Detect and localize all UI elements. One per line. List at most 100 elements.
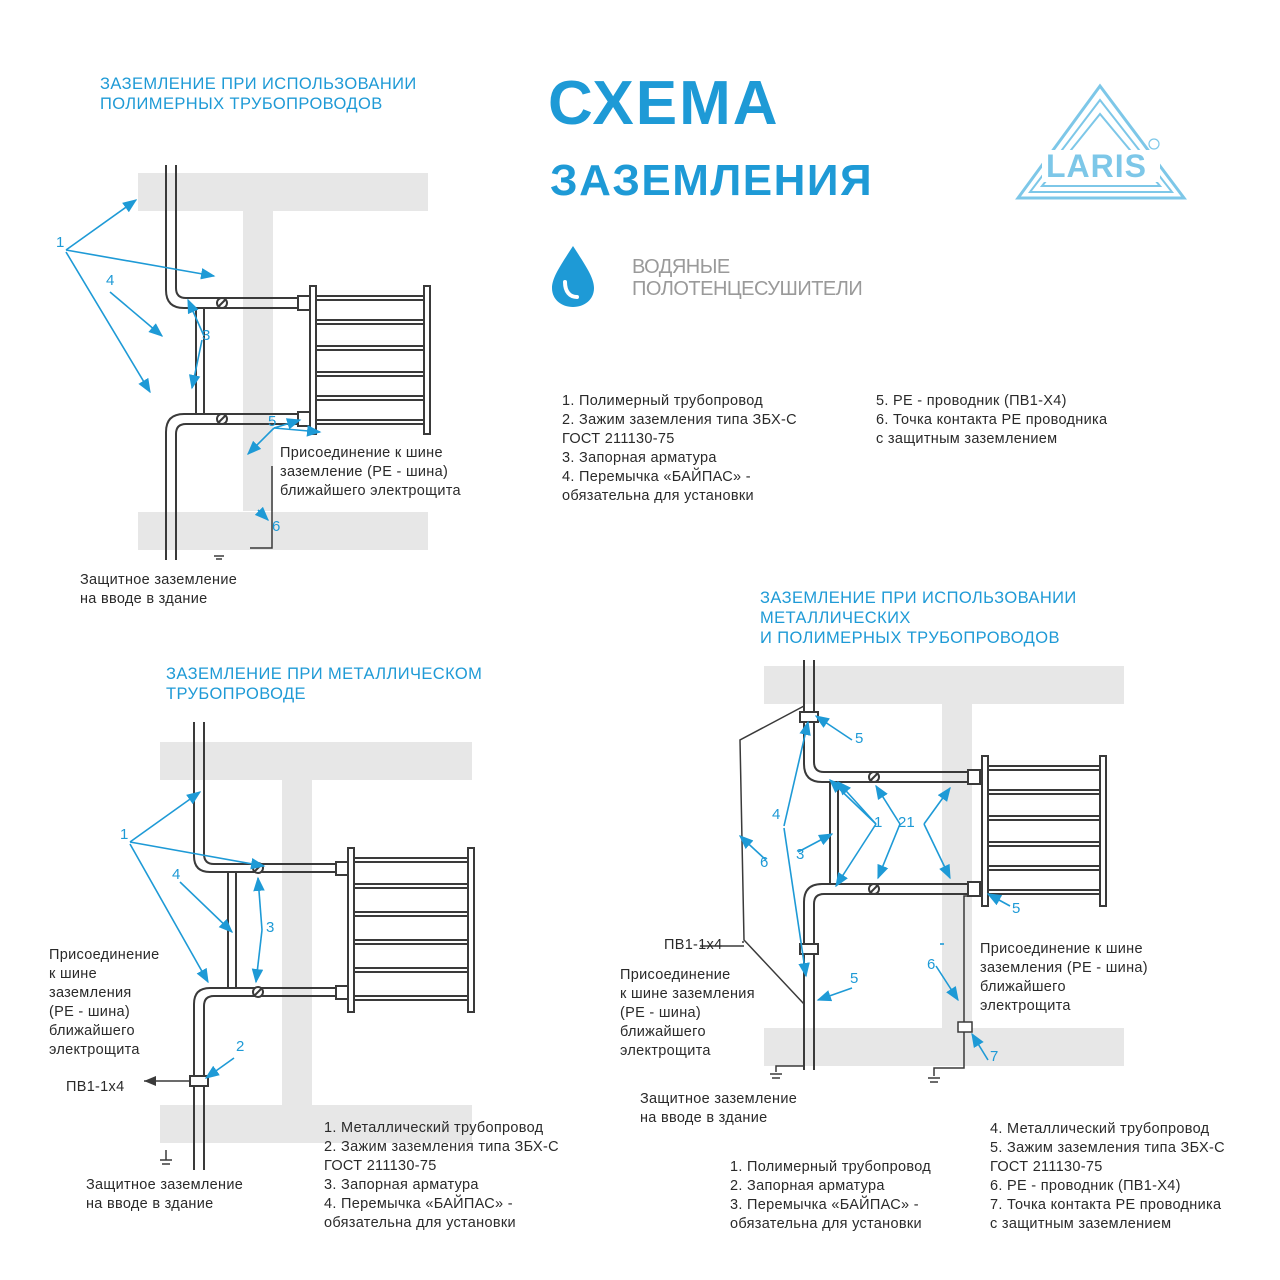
diagram3-heading: ЗАЗЕМЛЕНИЕ ПРИ ИСПОЛЬЗОВАНИИ МЕТАЛЛИЧЕСК… xyxy=(760,588,1077,648)
diagram1-ground-note: Защитное заземление на вводе в здание xyxy=(80,571,237,609)
diagram3-legend-right-3: ГОСТ 211130-75 xyxy=(990,1159,1103,1175)
diagram3-legend-right-5: 7. Точка контакта РЕ проводника xyxy=(990,1197,1222,1213)
diagram2-towel-rail xyxy=(347,847,475,1013)
diagram1-connection-note: Присоединение к шине заземление (РЕ - ши… xyxy=(280,444,461,501)
diagram3-legend-right-1: 4. Металлический трубопровод xyxy=(990,1121,1210,1137)
diagram2-legend-6: обязательна для установки xyxy=(324,1215,516,1231)
diagram1-arrows xyxy=(65,199,322,522)
diagram2-label-4: 4 xyxy=(172,866,181,883)
diagram1-label-6: 6 xyxy=(272,518,281,535)
diagram1-connection-line1: Присоединение к шине xyxy=(280,445,443,461)
diagram2-arrows xyxy=(129,791,266,1079)
diagram2-connection-line4: (РЕ - шина) xyxy=(49,1004,130,1020)
diagram3-heading-line3: И ПОЛИМЕРНЫХ ТРУБОПРОВОДОВ xyxy=(760,629,1060,647)
diagram1-label-4: 4 xyxy=(106,272,115,289)
diagram3-wire-label: ПВ1-1х4 xyxy=(664,937,723,953)
diagram2-legend-4: 3. Запорная арматура xyxy=(324,1177,479,1193)
subtitle-line1: ВОДЯНЫЕ xyxy=(632,256,730,278)
diagram3-legend-right-2: 5. Зажим заземления типа ЗБХ-С xyxy=(990,1140,1225,1156)
diagram2-wire-arrowhead xyxy=(144,1076,156,1086)
diagram3-ground-line1: Защитное заземление xyxy=(640,1091,798,1107)
diagram3-connection-left: Присоединение к шине заземления (РЕ - ши… xyxy=(620,966,755,1061)
diagram1-legend-left-3: ГОСТ 211130-75 xyxy=(562,431,675,447)
diagram3-legend-right-6: с защитным заземлением xyxy=(990,1216,1172,1232)
diagram1-legend-right-1: 5. РЕ - проводник (ПВ1-Х4) xyxy=(876,393,1067,409)
diagram2-ground-note: Защитное заземление на вводе в здание xyxy=(86,1176,243,1214)
diagram3-heading-line1: ЗАЗЕМЛЕНИЕ ПРИ ИСПОЛЬЗОВАНИИ xyxy=(760,589,1077,607)
diagram3-label-3: 3 xyxy=(796,846,805,863)
diagram1-ground-line2: на вводе в здание xyxy=(80,591,208,607)
diagram2-legend-2: 2. Зажим заземления типа ЗБХ-С xyxy=(324,1139,559,1155)
laris-logo xyxy=(1015,83,1187,200)
diagram3-label-5-bottom: 5 xyxy=(850,970,859,987)
diagram3-arrows xyxy=(738,715,1011,1061)
diagram3-connection-left-2: к шине заземления xyxy=(620,986,755,1002)
diagram3-label-7: 7 xyxy=(990,1048,999,1065)
diagram1-legend-left-4: 3. Запорная арматура xyxy=(562,450,717,466)
subtitle: ВОДЯНЫЕ ПОЛОТЕНЦЕСУШИТЕЛИ xyxy=(632,256,863,300)
diagram3-walls xyxy=(764,666,1124,1066)
diagram3-label-4: 4 xyxy=(772,806,781,823)
diagram2-heading-line1: ЗАЗЕМЛЕНИЕ ПРИ МЕТАЛЛИЧЕСКОМ xyxy=(166,665,483,683)
diagram1-ground-wire xyxy=(214,466,273,560)
diagram1-legend-left-6: обязательна для установки xyxy=(562,488,754,504)
diagram1-walls xyxy=(138,173,428,550)
diagram1-legend-right-2: 6. Точка контакта РЕ проводника xyxy=(876,412,1108,428)
diagram2-ground-line2: на вводе в здание xyxy=(86,1196,214,1212)
diagram3-ground-note: Защитное заземление на вводе в здание xyxy=(640,1090,797,1128)
diagram3-legend-left: 1. Полимерный трубопровод 2. Запорная ар… xyxy=(730,1158,931,1234)
diagram2-label-2: 2 xyxy=(236,1038,245,1055)
diagram3-label-6-right: 6 xyxy=(927,956,936,973)
diagram1-ground-line1: Защитное заземление xyxy=(80,572,238,588)
diagram2-walls xyxy=(160,742,472,1143)
diagram1-connection-line3: ближайшего электрощита xyxy=(280,483,461,499)
diagram3-legend-left-1: 1. Полимерный трубопровод xyxy=(730,1159,932,1175)
diagram2-legend-3: ГОСТ 211130-75 xyxy=(324,1158,437,1174)
diagram3-legend-left-2: 2. Запорная арматура xyxy=(730,1178,885,1194)
diagram3-connection-right-2: заземления (РЕ - шина) xyxy=(980,960,1148,976)
water-drop-icon xyxy=(552,246,594,307)
diagram2-wire-label: ПВ1-1х4 xyxy=(66,1079,125,1095)
diagram2-legend-5: 4. Перемычка «БАЙПАС» - xyxy=(324,1196,513,1212)
diagram2-legend: 1. Металлический трубопровод 2. Зажим за… xyxy=(324,1119,559,1233)
diagram2-legend-1: 1. Металлический трубопровод xyxy=(324,1120,544,1136)
diagram1-legend-left-1: 1. Полимерный трубопровод xyxy=(562,393,764,409)
diagram3-heading-line2: МЕТАЛЛИЧЕСКИХ xyxy=(760,609,911,627)
diagram1-label-1: 1 xyxy=(56,234,65,251)
diagram1-heading-line1: ЗАЗЕМЛЕНИЕ ПРИ ИСПОЛЬЗОВАНИИ xyxy=(100,75,417,93)
diagram1-label-5: 5 xyxy=(268,413,277,430)
diagram2-connection-line1: Присоединение xyxy=(49,947,160,963)
diagram1-label-3: 3 xyxy=(202,327,211,344)
diagram2-heading: ЗАЗЕМЛЕНИЕ ПРИ МЕТАЛЛИЧЕСКОМ ТРУБОПРОВОД… xyxy=(166,664,482,704)
subtitle-line2: ПОЛОТЕНЦЕСУШИТЕЛИ xyxy=(632,278,863,300)
diagram1-heading: ЗАЗЕМЛЕНИЕ ПРИ ИСПОЛЬЗОВАНИИ ПОЛИМЕРНЫХ … xyxy=(100,74,417,114)
diagram3-connection-right-1: Присоединение к шине xyxy=(980,941,1143,957)
diagram3-connection-right: Присоединение к шине заземления (РЕ - ши… xyxy=(980,940,1148,1016)
diagram2-connection-line3: заземления xyxy=(49,985,132,1001)
diagram3-label-5-right: 5 xyxy=(1012,900,1021,917)
diagram3-legend-left-4: обязательна для установки xyxy=(730,1216,922,1232)
diagram3-connection-right-4: электрощита xyxy=(980,998,1071,1014)
diagram1-towel-rail xyxy=(309,285,431,435)
diagram2-label-3: 3 xyxy=(266,919,275,936)
diagram1-legend-left-2: 2. Зажим заземления типа ЗБХ-С xyxy=(562,412,797,428)
diagram3-label-1: 1 xyxy=(874,814,883,831)
page-title-line1: СХЕМА xyxy=(548,69,780,138)
diagram2-connection-line6: электрощита xyxy=(49,1042,140,1058)
diagram3-legend-left-3: 3. Перемычка «БАЙПАС» - xyxy=(730,1197,919,1213)
diagram2-label-1: 1 xyxy=(120,826,129,843)
diagram1-heading-line2: ПОЛИМЕРНЫХ ТРУБОПРОВОДОВ xyxy=(100,95,383,113)
diagram2-connection-line2: к шине xyxy=(49,966,97,982)
diagram3-label-21: 21 xyxy=(898,814,915,831)
diagram3-connection-left-4: ближайшего xyxy=(620,1024,706,1040)
diagram3-connection-left-1: Присоединение xyxy=(620,967,731,983)
diagram1-legend-right: 5. РЕ - проводник (ПВ1-Х4) 6. Точка конт… xyxy=(876,392,1107,449)
diagram2-connection-line5: ближайшего xyxy=(49,1023,135,1039)
diagram1-connection-line2: заземление (РЕ - шина) xyxy=(280,464,449,480)
diagram2-connection-note: Присоединение к шине заземления (РЕ - ши… xyxy=(49,946,160,1060)
diagram3-connection-left-3: (РЕ - шина) xyxy=(620,1005,701,1021)
diagram3-label-5-top: 5 xyxy=(855,730,864,747)
diagram1-legend-left: 1. Полимерный трубопровод 2. Зажим зазем… xyxy=(562,392,797,506)
page-title-line2: ЗАЗЕМЛЕНИЯ xyxy=(550,156,874,205)
